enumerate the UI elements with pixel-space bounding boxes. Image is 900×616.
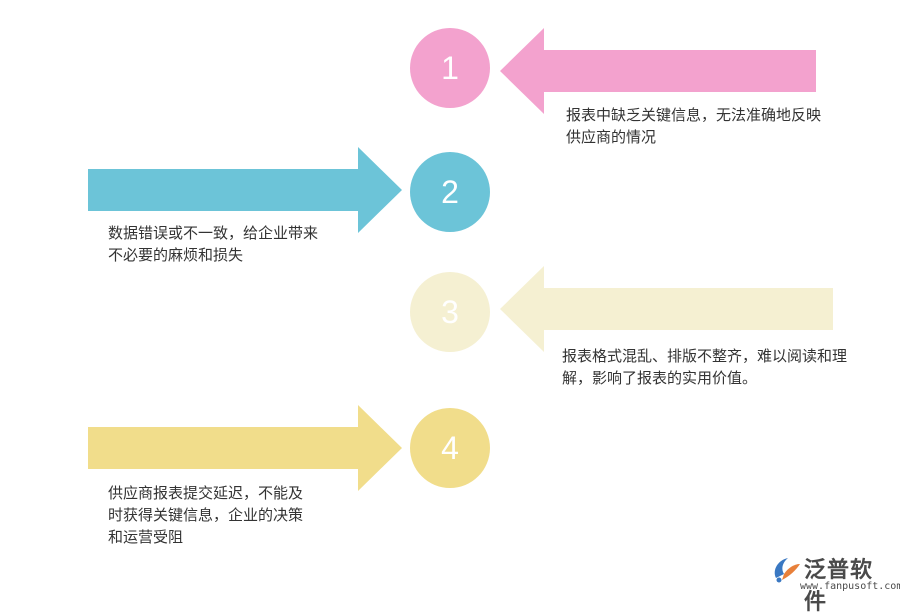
step-number-1: 1 [441,49,459,86]
step-circle-4: 4 [410,408,490,488]
step-circle-3: 3 [410,272,490,352]
step-circle-1: 1 [410,28,490,108]
step-number-4: 4 [441,429,459,466]
brand-logo: 泛普软件 www.fanpusoft.com [770,552,900,615]
step-caption-4: 供应商报表提交延迟，不能及 时获得关键信息，企业的决策 和运营受阻 [108,484,304,546]
arrow-1 [500,28,816,114]
arrow-3 [500,266,833,352]
step-caption-1: 报表中缺乏关键信息，无法准确地反映 供应商的情况 [566,106,822,146]
step-caption-2: 数据错误或不一致，给企业带来 不必要的麻烦和损失 [108,224,319,264]
arrow-2 [88,147,402,233]
step-circle-2: 2 [410,152,490,232]
logo-url: www.fanpusoft.com [800,581,900,592]
fanpu-logo-icon [774,558,800,583]
step-number-2: 2 [441,173,459,210]
arrow-4 [88,405,402,491]
step-caption-3: 报表格式混乱、排版不整齐，难以阅读和理 解，影响了报表的实用价值。 [562,347,848,387]
step-number-3: 3 [441,293,459,330]
